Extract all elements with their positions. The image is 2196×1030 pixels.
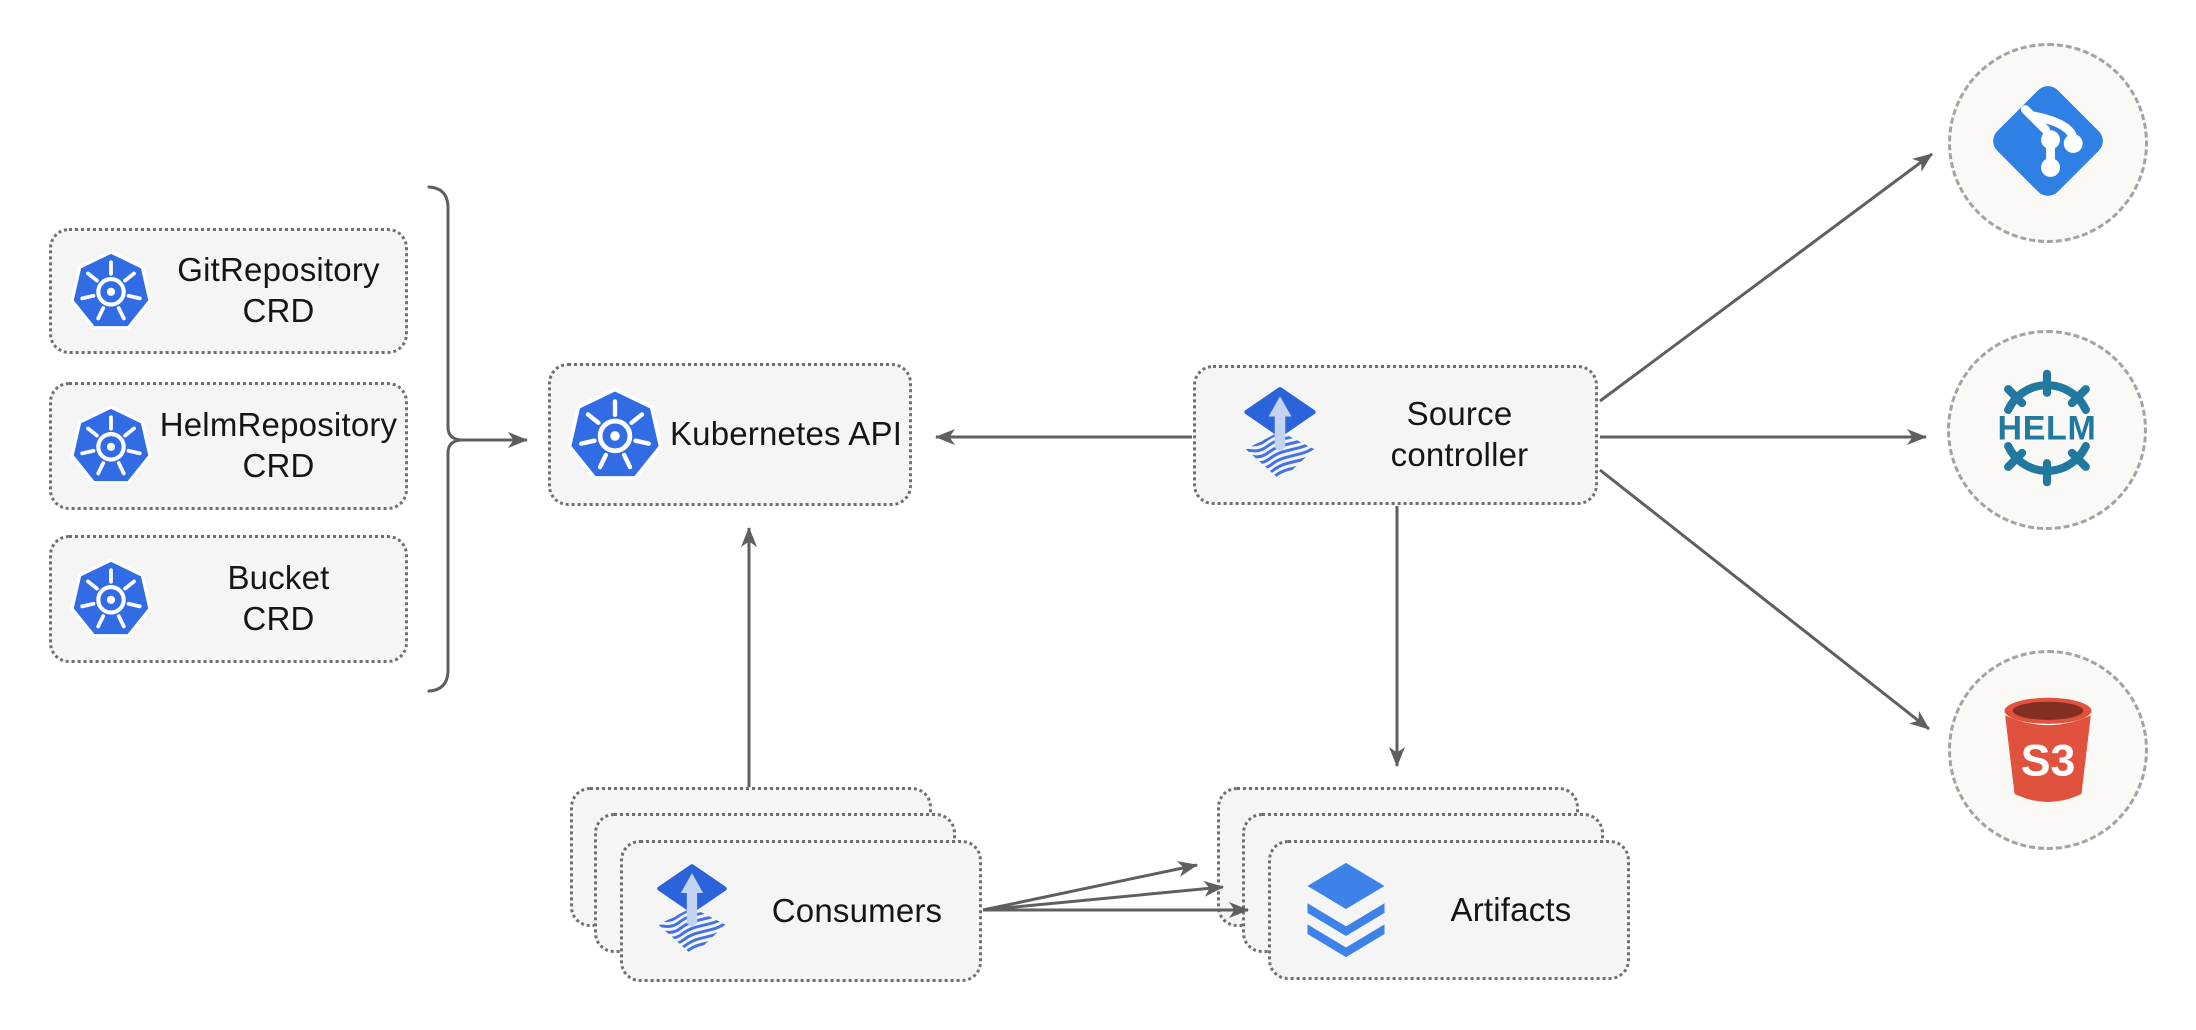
node-label: Consumers (771, 891, 943, 929)
git-icon (1985, 78, 2111, 209)
node-label: Kubernetes API (669, 415, 903, 453)
layers-icon (1297, 859, 1395, 961)
consumers-box-front: Consumers (620, 840, 982, 982)
arrow-consumers-to-artifacts-2 (982, 880, 1224, 912)
kubernetes-icon (70, 558, 152, 640)
kubernetes-api-box: Kubernetes API (548, 363, 912, 506)
artifacts-box-front: Artifacts (1268, 840, 1630, 980)
s3-bucket-icon: S3 (1986, 686, 2110, 815)
node-label: Artifacts (1450, 890, 1572, 928)
helm-source-circle: HELM (1947, 330, 2147, 530)
kubernetes-icon (70, 250, 152, 332)
git-source-circle (1948, 43, 2148, 243)
crd-group-bracket (427, 185, 462, 693)
kubernetes-icon (567, 387, 663, 483)
flux-consumer-icon (649, 854, 735, 968)
svg-text:S3: S3 (2021, 736, 2076, 785)
flux-source-controller-icon (1236, 377, 1324, 493)
helm-icon: HELM (1984, 365, 2110, 496)
arrow-consumers-to-artifacts-1 (982, 861, 1198, 912)
kubernetes-icon (70, 405, 152, 487)
arrow-source-to-s3 (1599, 468, 1930, 731)
s3-source-circle: S3 (1948, 650, 2148, 850)
svg-text:HELM: HELM (1998, 409, 2097, 447)
arrow-source-to-git (1599, 152, 1933, 403)
